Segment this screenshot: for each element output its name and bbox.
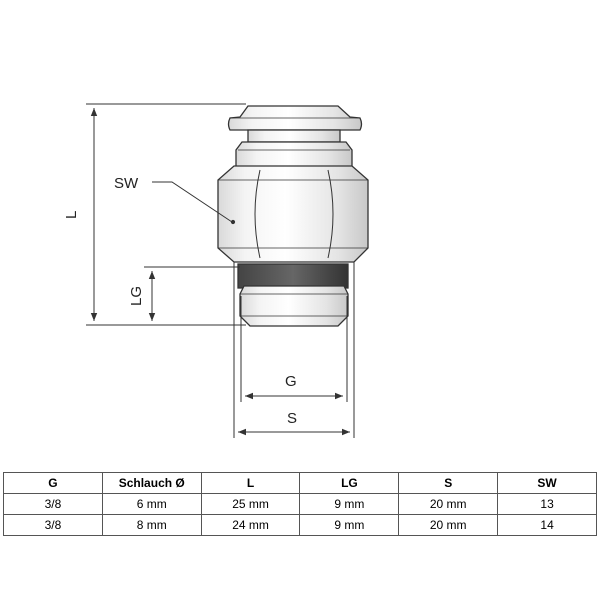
spec-table: G Schlauch Ø L LG S SW 3/8 6 mm 25 mm 9 … (3, 472, 597, 536)
collet-neck (247, 129, 341, 143)
table-cell: 6 mm (101, 493, 202, 515)
table-row: 3/8 8 mm 24 mm 9 mm 20 mm 14 (3, 514, 597, 536)
dimension-lg (144, 266, 240, 321)
table-cell: 9 mm (299, 514, 400, 536)
table-header-row: G Schlauch Ø L LG S SW (3, 472, 597, 494)
table-cell: 3/8 (3, 493, 103, 515)
dimension-l (86, 103, 246, 326)
label-lg: LG (128, 286, 145, 306)
sw-leader (152, 181, 236, 225)
table-cell: 13 (497, 493, 597, 515)
table-cell: 14 (497, 514, 597, 536)
label-l: L (63, 211, 80, 219)
label-s: S (287, 410, 297, 427)
table-cell: 24 mm (200, 514, 301, 536)
thread (237, 263, 349, 289)
table-cell: 8 mm (101, 514, 202, 536)
table-cell: 9 mm (299, 493, 400, 515)
column-header: Schlauch Ø (101, 472, 202, 494)
table-row: 3/8 6 mm 25 mm 9 mm 20 mm 13 (3, 493, 597, 515)
label-g: G (285, 373, 297, 390)
column-header: G (3, 472, 103, 494)
column-header: LG (299, 472, 400, 494)
fitting-technical-drawing: SW L LG G S (63, 103, 369, 438)
upper-collar (235, 141, 353, 169)
dimension-s (233, 262, 355, 438)
column-header: SW (497, 472, 597, 494)
dimension-g (240, 296, 348, 402)
fitting-body (217, 105, 369, 327)
column-header: S (398, 472, 499, 494)
column-header: L (200, 472, 301, 494)
label-sw: SW (114, 175, 139, 192)
table-cell: 20 mm (398, 493, 499, 515)
lower-ring (239, 285, 349, 327)
table-cell: 25 mm (200, 493, 301, 515)
table-cell: 20 mm (398, 514, 499, 536)
table-cell: 3/8 (3, 514, 103, 536)
